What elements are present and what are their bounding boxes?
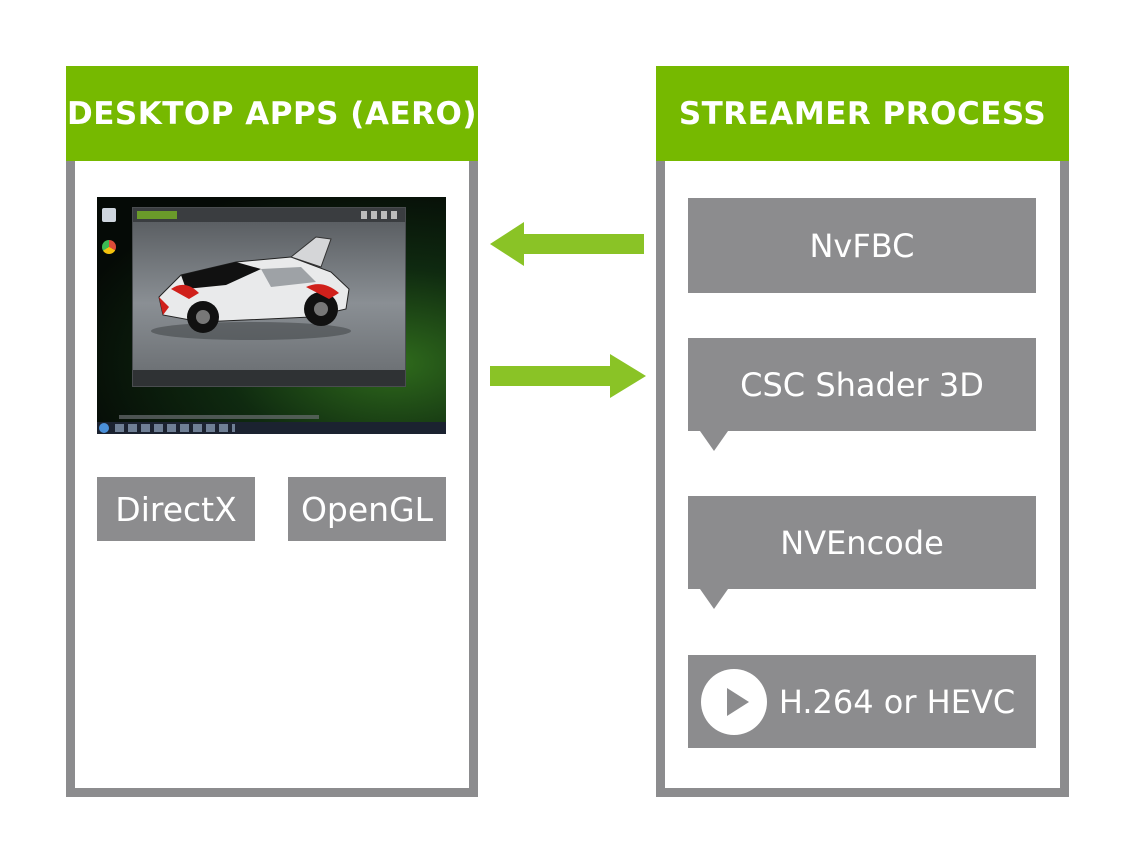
chrome-icon [102,240,116,254]
play-icon [701,669,767,735]
arrow-left-icon [490,222,644,266]
callout-tail [700,589,728,609]
app-logo-icon [137,211,177,219]
stage-nvencode: NVEncode [688,496,1036,589]
taskbar-apps-icon [115,424,235,432]
desktop-apps-title: DESKTOP APPS (AERO) [66,66,478,161]
api-opengl-box: OpenGL [288,477,446,541]
recycle-bin-icon [102,208,116,222]
car-model-icon [151,236,351,340]
window-controls-icon [361,211,401,219]
callout-tail [700,431,728,451]
api-directx-box: DirectX [97,477,255,541]
cad-app-titlebar [133,208,405,222]
desktop-screenshot [97,197,446,434]
taskbar [97,422,446,434]
stage-nvfbc: NvFBC [688,198,1036,293]
start-button-icon [99,423,109,433]
arrow-right-icon [490,354,646,398]
desktop-icons [100,205,118,272]
stage-csc-shader: CSC Shader 3D [688,338,1036,431]
desktop-caption-text [119,415,319,419]
cad-bottom-toolbar [133,370,405,386]
streamer-process-title: STREAMER PROCESS [656,66,1069,161]
